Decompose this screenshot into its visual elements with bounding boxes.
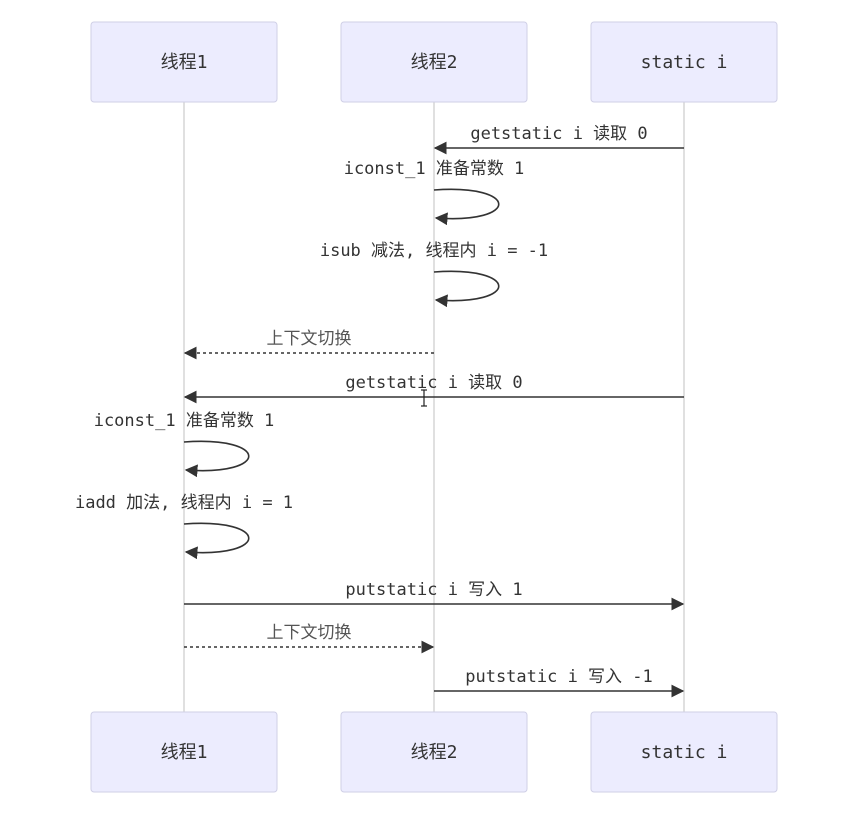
message-9: 上下文切换 [184, 623, 435, 654]
text-cursor-icon [421, 389, 427, 407]
message-label: putstatic i 写入 1 [345, 580, 522, 600]
message-5: getstatic i 读取 0 [183, 373, 684, 404]
participant-t2-top: 线程2 [340, 21, 528, 103]
participant-box [590, 21, 778, 103]
participant-label: 线程1 [161, 52, 208, 73]
self-message-arrow [183, 522, 250, 560]
participant-box [340, 21, 528, 103]
participant-box [90, 711, 278, 793]
participant-label: static i [641, 52, 728, 73]
message-7: iadd 加法, 线程内 i = 1 [75, 493, 293, 560]
self-message-arrow [183, 440, 250, 478]
message-6: iconst_1 准备常数 1 [94, 411, 275, 478]
message-label: iadd 加法, 线程内 i = 1 [75, 493, 293, 513]
message-1: getstatic i 读取 0 [433, 124, 684, 155]
message-3: isub 减法, 线程内 i = -1 [320, 241, 548, 308]
participant-box [90, 21, 278, 103]
message-label: 上下文切换 [267, 329, 352, 349]
participant-t1-top: 线程1 [90, 21, 278, 103]
participant-t2-bottom: 线程2 [340, 711, 528, 793]
participant-label: 线程1 [161, 742, 208, 763]
participant-label: 线程2 [411, 742, 458, 763]
participant-box [590, 711, 778, 793]
participant-label: static i [641, 742, 728, 763]
message-10: putstatic i 写入 -1 [434, 667, 685, 698]
message-label: 上下文切换 [267, 623, 352, 643]
participant-t1-bottom: 线程1 [90, 711, 278, 793]
message-label: getstatic i 读取 0 [345, 373, 522, 393]
message-label: isub 减法, 线程内 i = -1 [320, 241, 548, 261]
message-label: getstatic i 读取 0 [470, 124, 647, 144]
participant-box [340, 711, 528, 793]
message-label: iconst_1 准备常数 1 [94, 411, 275, 431]
message-label: iconst_1 准备常数 1 [344, 159, 525, 179]
message-2: iconst_1 准备常数 1 [344, 159, 525, 226]
self-message-arrow [433, 188, 500, 226]
message-8: putstatic i 写入 1 [184, 580, 685, 611]
participant-si-bottom: static i [590, 711, 778, 793]
message-4: 上下文切换 [183, 329, 434, 360]
participant-si-top: static i [590, 21, 778, 103]
self-message-arrow [433, 270, 500, 308]
participant-label: 线程2 [411, 52, 458, 73]
message-label: putstatic i 写入 -1 [465, 667, 653, 687]
